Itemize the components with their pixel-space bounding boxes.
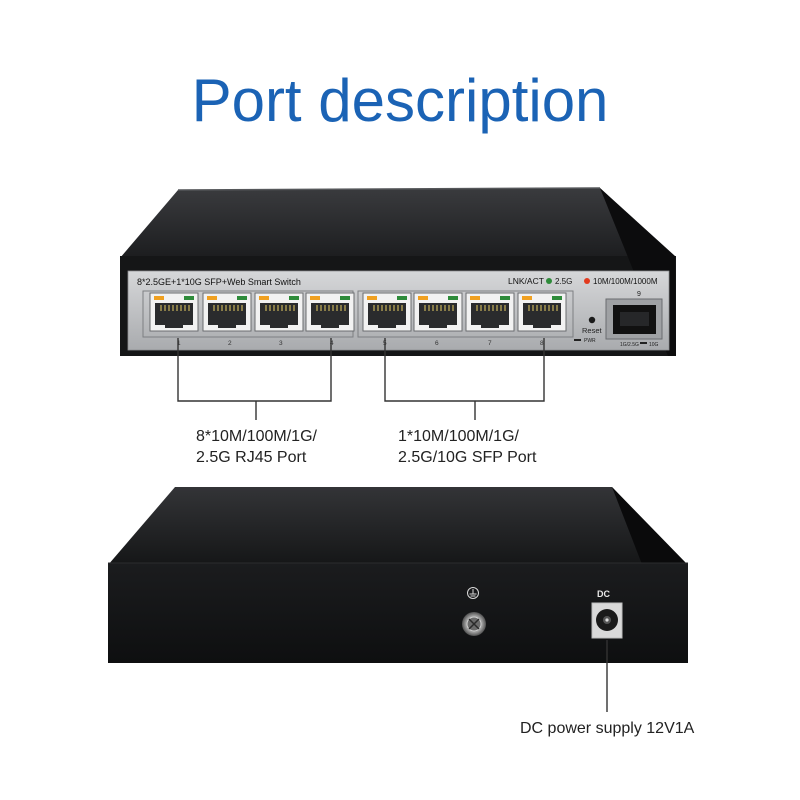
led-legend-lnk-act: LNK/ACT	[508, 276, 544, 286]
callout-lines-rj45	[177, 338, 332, 420]
ground-screw-icon	[462, 612, 486, 636]
port-number-2: 2	[228, 340, 232, 347]
rear-switch-face	[108, 563, 688, 663]
rear-switch: DC	[108, 487, 688, 663]
pwr-label: PWR	[584, 338, 596, 344]
sfp-callout-line1: 1*10M/100M/1G/	[398, 428, 519, 445]
port-number-1: 1	[177, 340, 181, 347]
model-label: 8*2.5GE+1*10G SFP+Web Smart Switch	[137, 277, 301, 287]
rj45-callout-line1: 8*10M/100M/1G/	[196, 428, 317, 445]
rj45-callout-line2: 2.5G RJ45 Port	[196, 449, 307, 466]
rj45-port-8	[517, 292, 567, 332]
port-number-8: 8	[540, 340, 544, 347]
rj45-port-4	[305, 292, 355, 332]
green-led-indicator	[546, 278, 552, 284]
page-title: Port description	[191, 67, 609, 134]
dc-label: DC	[597, 589, 610, 599]
sfp-callout-line2: 2.5G/10G SFP Port	[398, 449, 537, 466]
port-number-7: 7	[488, 340, 492, 347]
dc-power-callout: DC power supply 12V1A	[520, 718, 694, 739]
dc-power-jack	[591, 602, 623, 639]
led-legend-10m-100m-1000m: 10M/100M/1000M	[593, 277, 658, 286]
port-number-3: 3	[279, 340, 283, 347]
sfp-port-number: 9	[637, 291, 641, 298]
dc-callout-text: DC power supply 12V1A	[520, 720, 695, 737]
rear-switch-top	[108, 487, 686, 565]
sfp-port-callout: 1*10M/100M/1G/ 2.5G/10G SFP Port	[398, 426, 536, 468]
led-legend-2-5g: 2.5G	[555, 277, 572, 286]
rj45-port-2	[202, 292, 252, 332]
reset-label: Reset	[582, 326, 603, 335]
rj45-port-5	[362, 292, 412, 332]
port-number-6: 6	[435, 340, 439, 347]
sfp-speed-label-b: 10G	[649, 342, 659, 348]
rj45-port-6	[413, 292, 463, 332]
front-switch: 8*2.5GE+1*10G SFP+Web Smart Switch LNK/A…	[120, 187, 676, 356]
ground-icon	[467, 587, 479, 599]
reset-button	[588, 316, 596, 324]
rj45-port-3	[254, 292, 304, 332]
callout-lines-sfp	[384, 338, 545, 420]
rj45-port-callout: 8*10M/100M/1G/ 2.5G RJ45 Port	[196, 426, 317, 468]
rj45-port-1	[149, 292, 199, 332]
red-led-indicator	[584, 278, 590, 284]
rj45-port-7	[465, 292, 515, 332]
port-number-4: 4	[330, 340, 334, 347]
front-switch-top	[120, 188, 675, 258]
sfp-speed-label-a: 1G/2.5G	[620, 342, 639, 348]
